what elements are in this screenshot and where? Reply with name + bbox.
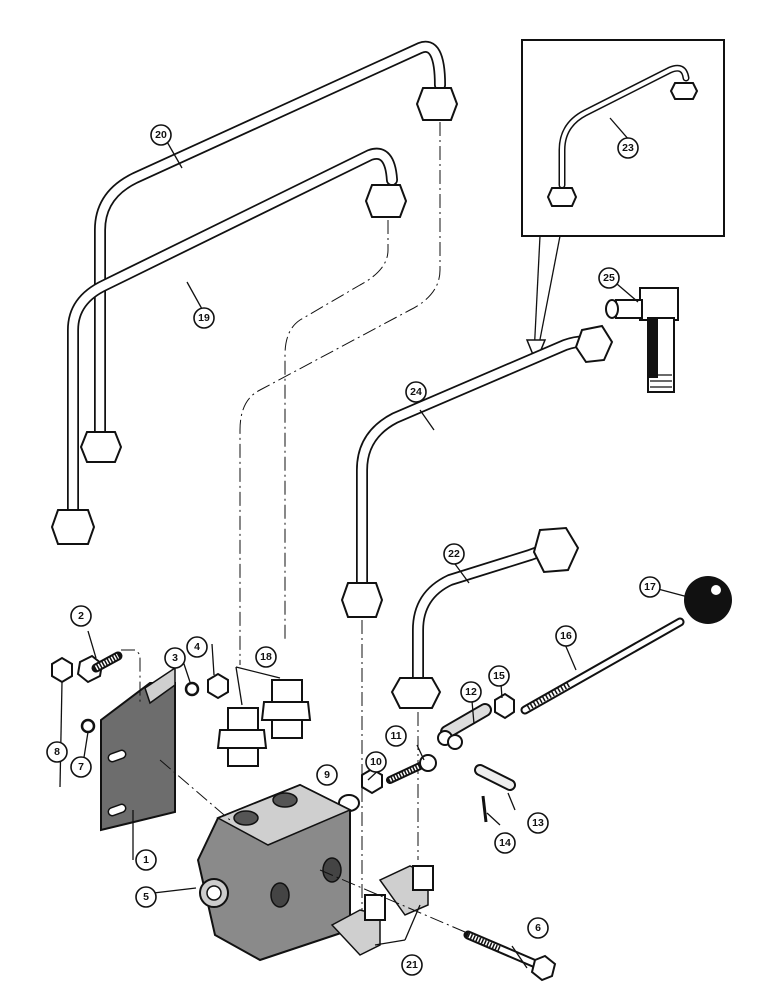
- callout-16: 16: [555, 625, 577, 647]
- fitting-nut: [79, 431, 123, 463]
- callouts: 20 19 23 25 24 22 17 16 15 12 11 10 9 13…: [46, 124, 661, 976]
- callout-13: 13: [527, 812, 549, 834]
- callout-label: 18: [260, 651, 272, 663]
- part-19-line: [50, 147, 408, 545]
- callout-label: 22: [448, 548, 460, 560]
- callout-label: 17: [644, 581, 656, 593]
- assembly-line: [284, 220, 389, 640]
- callout-23: 23: [617, 137, 639, 159]
- part-17-knob: [684, 576, 732, 624]
- callout-17: 17: [639, 576, 661, 598]
- callout-label: 8: [54, 746, 60, 758]
- callout-label: 11: [390, 730, 401, 742]
- callout-22: 22: [443, 543, 465, 565]
- part-1-bracket: [100, 666, 176, 832]
- part-22-line: [390, 526, 580, 709]
- port: [322, 857, 342, 883]
- fitting-nut: [669, 82, 699, 100]
- callout-25: 25: [598, 267, 620, 289]
- fitting-nut: [415, 87, 459, 121]
- callout-label: 19: [198, 312, 210, 324]
- part-25-elbow-adapter: [605, 287, 679, 393]
- callout-9: 9: [316, 764, 338, 786]
- callout-label: 4: [194, 641, 200, 653]
- part-6-long-bolt: [463, 930, 557, 982]
- callout-5: 5: [135, 886, 157, 908]
- part-23-line: [546, 64, 699, 207]
- callout-label: 6: [535, 922, 541, 934]
- callout-18: 18: [255, 646, 277, 668]
- callout-10: 10: [365, 751, 387, 773]
- knob-highlight: [711, 585, 721, 595]
- callout-6: 6: [527, 917, 549, 939]
- part-12-clevis: [437, 703, 492, 750]
- callout-15: 15: [488, 665, 510, 687]
- fitting-nut: [50, 509, 96, 545]
- part-20-line: [79, 40, 459, 463]
- callout-label: 16: [560, 630, 572, 642]
- callout-label: 14: [499, 837, 511, 849]
- callout-label: 15: [493, 670, 505, 682]
- port: [270, 882, 290, 908]
- callout-label: 3: [172, 652, 178, 664]
- callout-label: 10: [370, 756, 382, 768]
- callout-4: 4: [186, 636, 208, 658]
- part-18-fittings: [216, 679, 312, 767]
- callout-1: 1: [135, 849, 157, 871]
- callout-14: 14: [494, 832, 516, 854]
- callout-2: 2: [70, 605, 92, 627]
- fitting-nut: [546, 187, 578, 207]
- part-16-control-rod: [520, 617, 685, 715]
- assembly-line: [319, 869, 466, 933]
- part-3-lock-washer: [184, 681, 200, 697]
- part-15-jam-nut: [494, 692, 515, 720]
- assembly-line: [121, 649, 141, 705]
- part-13-clevis-pin: [474, 764, 516, 791]
- callout-7: 7: [70, 756, 92, 778]
- fitting-nut: [532, 526, 580, 574]
- callout-label: 12: [465, 686, 477, 698]
- part-11-eye-bolt: [386, 754, 437, 784]
- callout-12: 12: [460, 681, 482, 703]
- callout-3: 3: [164, 647, 186, 669]
- inset-panel: [521, 39, 725, 364]
- callout-label: 5: [143, 891, 149, 903]
- part-10-nut: [361, 767, 383, 795]
- port: [233, 810, 259, 826]
- callout-label: 24: [410, 386, 422, 398]
- fitting-nut: [340, 582, 384, 618]
- part-5-valve-body: [196, 783, 352, 962]
- inset-arrow-line: [536, 235, 561, 356]
- callout-label: 1: [143, 854, 149, 866]
- callout-20: 20: [150, 124, 172, 146]
- callout-label: 25: [603, 272, 615, 284]
- callout-8: 8: [46, 741, 68, 763]
- callout-21: 21: [401, 954, 423, 976]
- callout-label: 21: [406, 959, 418, 971]
- callout-label: 20: [155, 129, 167, 141]
- part-21-elbows: [330, 865, 434, 956]
- callout-label: 23: [622, 142, 634, 154]
- fitting-nut: [574, 324, 614, 364]
- part-2-bolt: [76, 651, 123, 684]
- leader-lines: [59, 117, 689, 969]
- callout-label: 9: [324, 769, 330, 781]
- assembly-line: [159, 759, 231, 821]
- callout-11: 11: [385, 725, 407, 747]
- callout-24: 24: [405, 381, 427, 403]
- part-7-lock-washer: [80, 718, 96, 734]
- part-14-cotter-pin: [481, 795, 488, 823]
- port: [272, 792, 298, 808]
- part-8-nut: [51, 656, 73, 684]
- fitting-nut: [364, 184, 408, 218]
- part-4-nut: [207, 672, 229, 700]
- callout-19: 19: [193, 307, 215, 329]
- callout-label: 7: [78, 761, 84, 773]
- callout-label: 2: [78, 610, 84, 622]
- part-24-line: [340, 324, 614, 618]
- fitting-nut: [390, 677, 442, 709]
- inset-arrow-line: [533, 235, 541, 356]
- callout-label: 13: [532, 817, 544, 829]
